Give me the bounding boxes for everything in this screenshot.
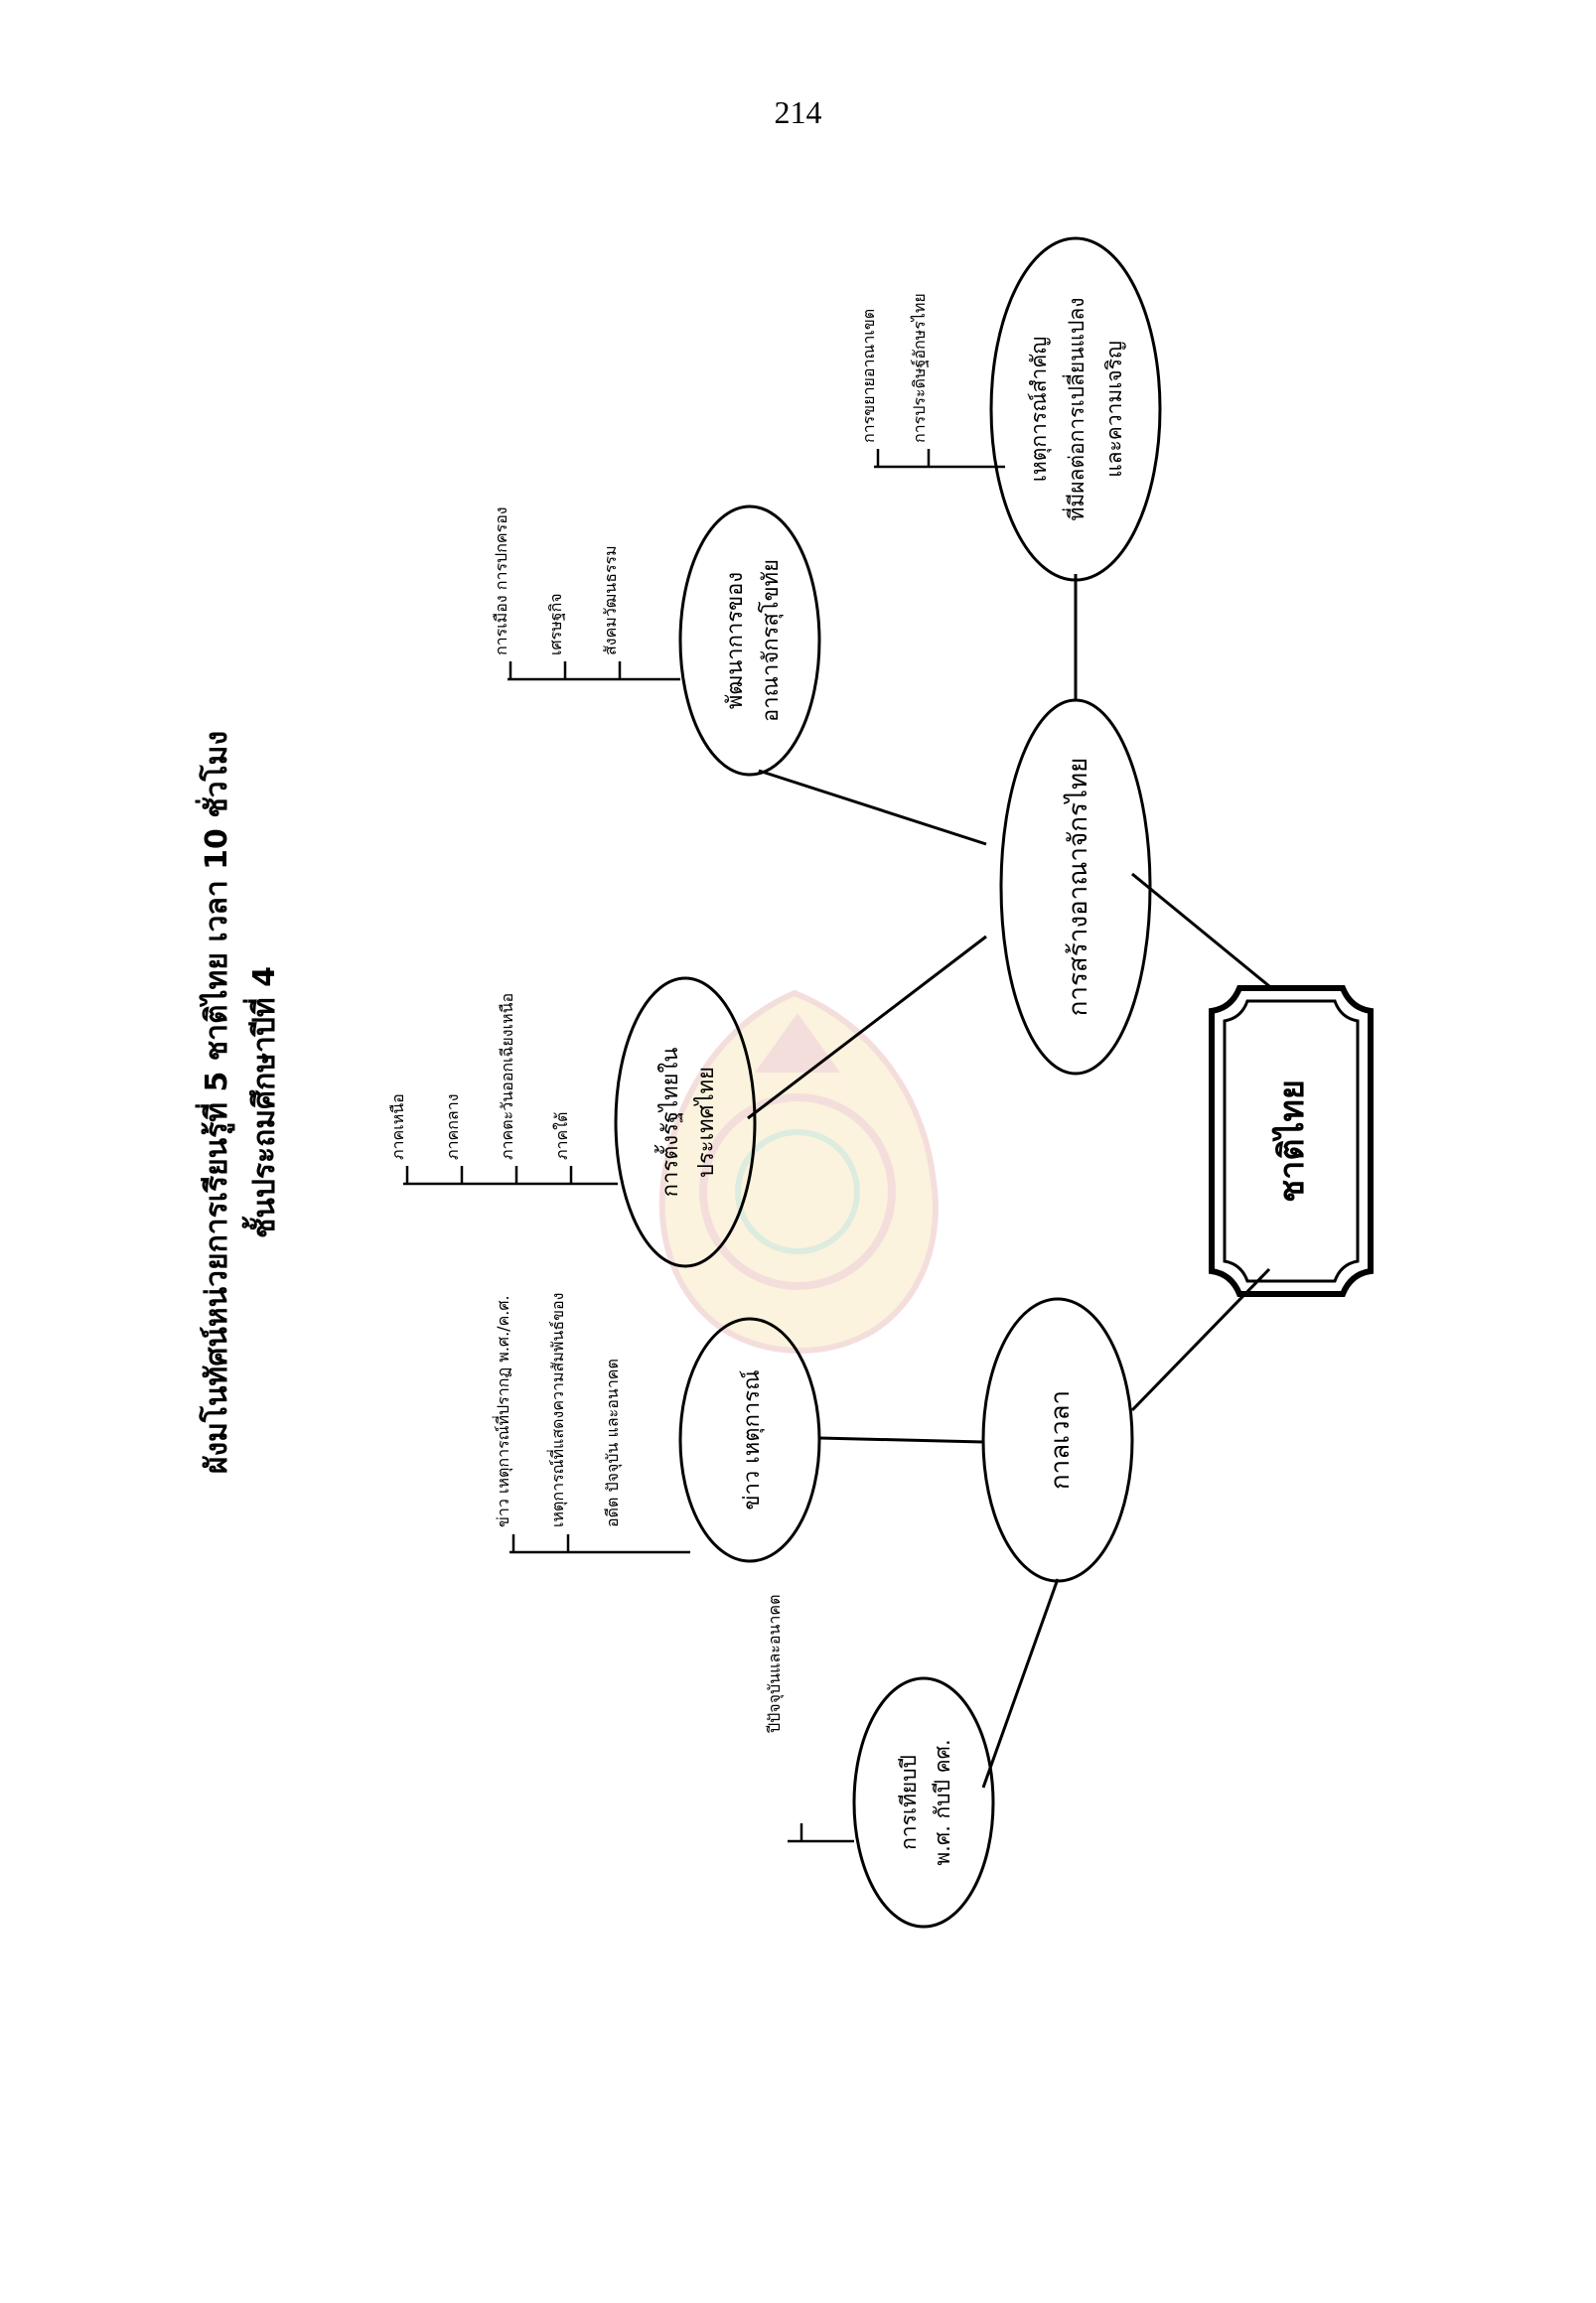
node-events-ellipse [989, 236, 1162, 582]
connector-kingdom-sukhothai [758, 769, 987, 846]
node-events: เหตุการณ์สำคัญ ที่มีผลต่อการเปลี่ยนแปลง … [859, 236, 1162, 582]
node-kingdom: การสร้างอาณาจักรไทย [999, 698, 1152, 1076]
node-year: การเทียบปี พ.ศ. กับปี คศ. ปีปัจจุบันและอ… [765, 1595, 995, 1929]
note-events-1: การประดิษฐ์อักษรไทย [910, 293, 929, 443]
node-events-line3: และความเจริญ [1102, 341, 1126, 478]
node-time: กาลเวลา [981, 1297, 1134, 1583]
connector-time-news [818, 1436, 984, 1444]
node-sukhothai: พัฒนาการของ อาณาจักรสุโขทัย การเมือง การ… [492, 504, 821, 777]
node-news-ellipse [678, 1317, 821, 1563]
connector-time-year [981, 1578, 1060, 1789]
node-time-label: กาลเวลา [1046, 1390, 1076, 1490]
node-settle-ellipse [614, 976, 757, 1268]
title-line1: ผังมโนทัศน์หน่วยการเรียนรู้ที่ 5 ชาติไทย… [195, 731, 235, 1474]
note-events-0: การขยายอาณาเขต [859, 309, 878, 443]
node-news-label: ข่าว เหตุการณ์ [740, 1370, 765, 1511]
node-kingdom-label: การสร้างอาณาจักรไทย [1063, 758, 1093, 1017]
note-settle-1: ภาคกลาง [443, 1093, 462, 1160]
note-news-1: เหตุการณ์ที่แสดงความสัมพันธ์ของ [546, 1293, 568, 1527]
title-block: ผังมโนทัศน์หน่วยการเรียนรู้ที่ 5 ชาติไทย… [195, 731, 282, 1474]
title-line2: ชั้นประถมศึกษาปีที่ 4 [241, 966, 282, 1238]
center-node: ชาติไทย [1209, 985, 1374, 1297]
page-number: 214 [774, 94, 822, 130]
note-brackets [403, 449, 1005, 1843]
center-frame-outer [1209, 985, 1374, 1297]
node-sukhothai-line2: อาณาจักรสุโขทัย [758, 559, 784, 722]
connector-center-kingdom [1131, 872, 1270, 988]
note-news-0: ข่าว เหตุการณ์ที่ปรากฏ พ.ศ./ค.ศ. [492, 1295, 513, 1527]
note-sukhothai-0: การเมือง การปกครอง [492, 506, 510, 655]
connector-center-time [1130, 1267, 1271, 1412]
watermark-seal [658, 989, 939, 1354]
note-settle-3: ภาคใต้ [552, 1112, 571, 1160]
node-settle-line1: การตั้งรัฐไทยใน [654, 1048, 683, 1198]
note-sukhothai-2: สังคมวัฒนธรรม [601, 545, 620, 655]
node-year-line1: การเทียบปี [897, 1755, 921, 1850]
node-settle-line2: ประเทศไทย [693, 1067, 719, 1178]
node-sukhothai-line1: พัฒนาการของ [723, 572, 748, 709]
node-events-line2: ที่มีผลต่อการเปลี่ยนแปลง [1062, 298, 1088, 521]
node-kingdom-ellipse [999, 698, 1152, 1076]
note-year-0: ปีปัจจุบันและอนาคต [765, 1595, 785, 1734]
center-label: ชาติไทย [1271, 1080, 1312, 1203]
node-time-ellipse [981, 1297, 1134, 1583]
center-frame-inner [1223, 999, 1360, 1283]
note-settle-2: ภาคตะวันออกเฉียงเหนือ [498, 993, 516, 1160]
note-sukhothai-1: เศรษฐกิจ [546, 593, 565, 655]
node-sukhothai-ellipse [678, 504, 821, 777]
node-year-line2: พ.ศ. กับปี คศ. [931, 1739, 954, 1865]
note-settle-0: ภาคเหนือ [388, 1093, 407, 1160]
node-news: ข่าว เหตุการณ์ ข่าว เหตุการณ์ที่ปรากฏ พ.… [492, 1293, 821, 1563]
connector-kingdom-settle [747, 935, 987, 1120]
node-settle: การตั้งรัฐไทยใน ประเทศไทย ภาคเหนือ ภาคกล… [388, 976, 757, 1268]
node-year-ellipse [852, 1676, 995, 1929]
node-events-line1: เหตุการณ์สำคัญ [1027, 337, 1052, 482]
note-news-2: อดีต ปัจจุบัน และอนาคต [603, 1359, 623, 1527]
